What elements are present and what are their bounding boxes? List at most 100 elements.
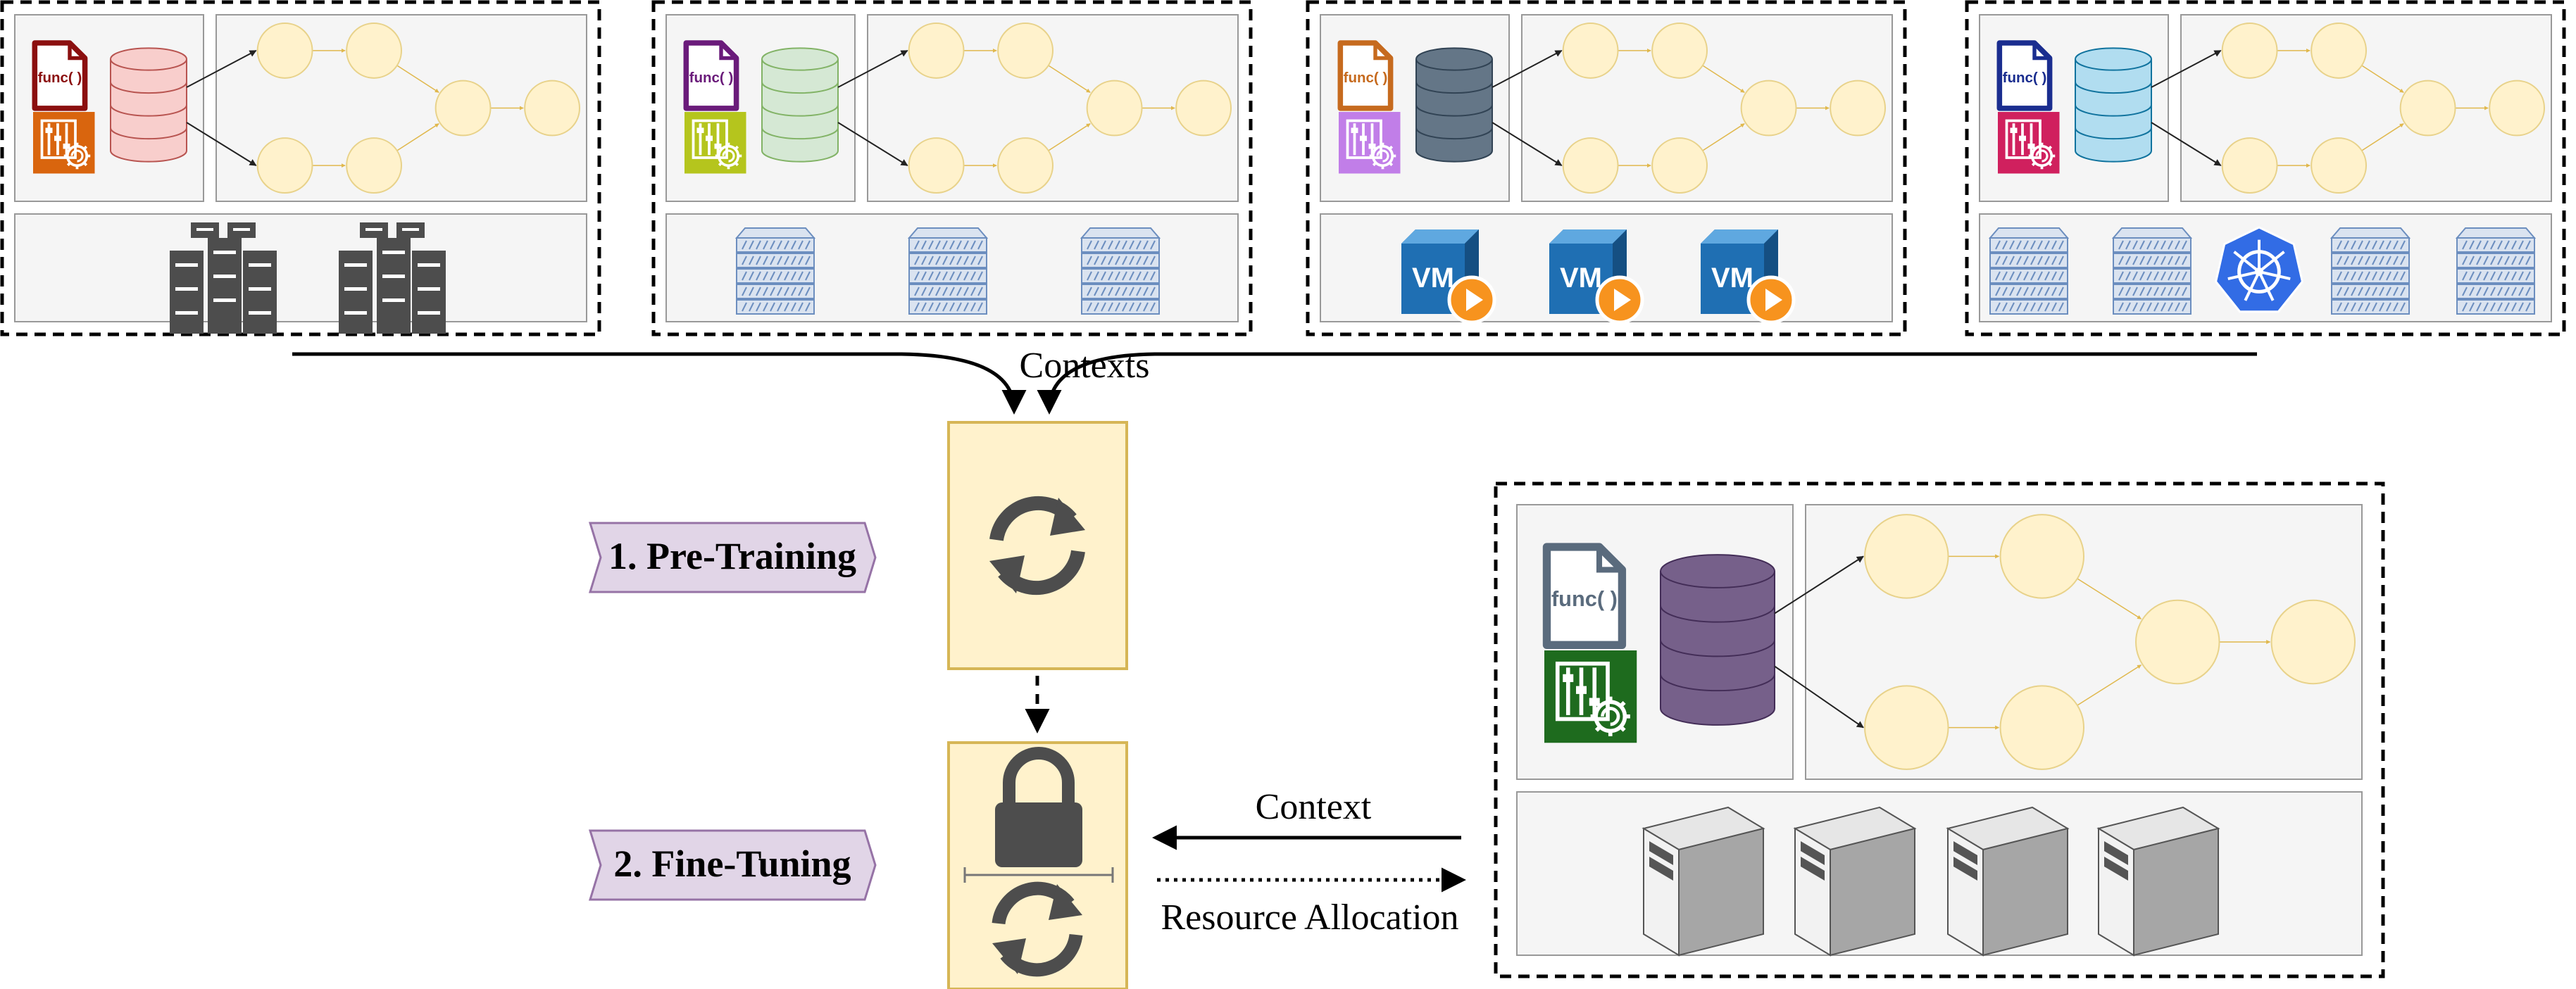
db-to-graph-arrow <box>1774 555 1864 615</box>
graph-node <box>346 22 402 79</box>
resource-allocation-label: Resource Allocation <box>1161 897 1458 938</box>
vm-label: VM <box>1412 263 1454 294</box>
graph-edge <box>1048 65 1091 93</box>
pre-training-label: 1. Pre-Training <box>608 535 856 577</box>
contexts-arrow-left <box>292 352 1027 415</box>
neural-graph <box>908 22 1232 194</box>
refresh-icon <box>989 496 1085 596</box>
pre-training-model-box <box>947 421 1128 670</box>
tower-server-icon <box>1946 806 2070 957</box>
blade-server-icon <box>1988 227 2070 315</box>
graph-node <box>1999 514 2085 599</box>
graph-node <box>1651 22 1708 79</box>
tower-server-icon <box>1642 806 1765 957</box>
blade-server-icon <box>2330 227 2411 315</box>
db-to-graph-arrow <box>186 122 257 166</box>
func-icon: func( ) <box>1337 40 1394 111</box>
blade-server-icon <box>907 227 989 315</box>
func-label: func( ) <box>689 70 734 86</box>
func-icon: func( ) <box>683 40 739 111</box>
graph-edge <box>1048 123 1091 151</box>
neural-graph <box>256 22 580 194</box>
graph-node <box>2135 599 2220 685</box>
context-3: func( ) VM VM VM <box>1306 0 1907 336</box>
graph-node <box>2221 137 2278 194</box>
contexts-arrow-right <box>1037 352 2257 415</box>
fine-tuning-label: 2. Fine-Tuning <box>613 843 851 885</box>
fine-tuning-model-box <box>947 741 1128 989</box>
graph-edge <box>1702 65 1745 93</box>
context-label: Context <box>1256 787 1372 827</box>
database-icon <box>110 47 187 163</box>
database-icon <box>761 47 839 163</box>
graph-node <box>1864 685 1949 770</box>
target-context: func( ) <box>1494 481 2385 978</box>
graph-node <box>1562 137 1619 194</box>
func-label: func( ) <box>2003 70 2047 86</box>
graph-node <box>2270 599 2356 685</box>
blade-server-icon <box>2111 227 2193 315</box>
context-2: func( ) <box>651 0 1253 336</box>
neural-graph <box>1562 22 1886 194</box>
settings-icon <box>33 112 95 174</box>
settings-icon <box>1544 650 1637 743</box>
virtual-machine-icon: VM <box>1701 229 1796 325</box>
blade-server-icon <box>1080 227 1161 315</box>
dashed-border <box>1306 0 1907 336</box>
func-label: func( ) <box>1344 70 1388 86</box>
graph-node <box>1864 514 1949 599</box>
graph-node <box>2311 22 2367 79</box>
graph-node <box>1086 80 1143 137</box>
graph-edge <box>2361 65 2404 93</box>
graph-node <box>908 137 965 194</box>
graph-node <box>2311 137 2367 194</box>
kubernetes-icon <box>2215 226 2303 313</box>
db-to-graph-arrow <box>837 122 908 166</box>
db-to-graph-arrow <box>186 50 257 88</box>
context-4: func( ) <box>1965 0 2566 336</box>
neural-graph <box>1864 514 2356 770</box>
func-icon: func( ) <box>32 40 88 111</box>
graph-node <box>256 137 313 194</box>
context-panels: func( ) func( ) func( ) VM VM VM func( ) <box>0 0 2566 336</box>
vm-label: VM <box>1560 263 1602 294</box>
func-icon: func( ) <box>1542 543 1627 649</box>
fine-tuning-tag: 2. Fine-Tuning <box>588 829 877 901</box>
graph-node <box>2221 22 2278 79</box>
virtual-machine-icon: VM <box>1549 229 1644 325</box>
database-icon <box>1660 554 1775 726</box>
server-rack-icon <box>339 222 446 334</box>
graph-edge <box>1702 123 1745 151</box>
graph-node <box>524 80 580 137</box>
db-to-graph-arrow <box>2151 50 2222 88</box>
graph-node <box>908 22 965 79</box>
graph-node <box>1830 80 1886 137</box>
settings-icon <box>1998 112 2060 174</box>
settings-icon <box>684 112 746 174</box>
func-label: func( ) <box>38 70 82 86</box>
graph-node <box>434 80 492 137</box>
graph-node <box>1740 80 1797 137</box>
graph-node <box>1562 22 1619 79</box>
graph-edge <box>396 65 439 93</box>
tower-server-icon <box>2096 806 2220 957</box>
graph-node <box>256 22 313 79</box>
func-label: func( ) <box>1551 586 1618 611</box>
db-to-graph-arrow <box>1492 50 1563 88</box>
blade-server-icon <box>734 227 816 315</box>
dashed-border <box>0 0 601 336</box>
graph-node <box>1175 80 1232 137</box>
refresh-icon <box>992 881 1083 977</box>
blade-server-icon <box>2455 227 2537 315</box>
db-to-graph-arrow <box>2151 122 2222 166</box>
pre-training-tag: 1. Pre-Training <box>588 522 877 593</box>
db-to-graph-arrow <box>1492 122 1563 166</box>
db-to-graph-arrow <box>1774 665 1864 729</box>
graph-node <box>346 137 402 194</box>
settings-icon <box>1339 112 1401 174</box>
dashed-border <box>1965 0 2566 336</box>
db-to-graph-arrow <box>837 50 908 88</box>
context-1: func( ) <box>0 0 601 336</box>
dashed-border <box>1494 481 2385 978</box>
